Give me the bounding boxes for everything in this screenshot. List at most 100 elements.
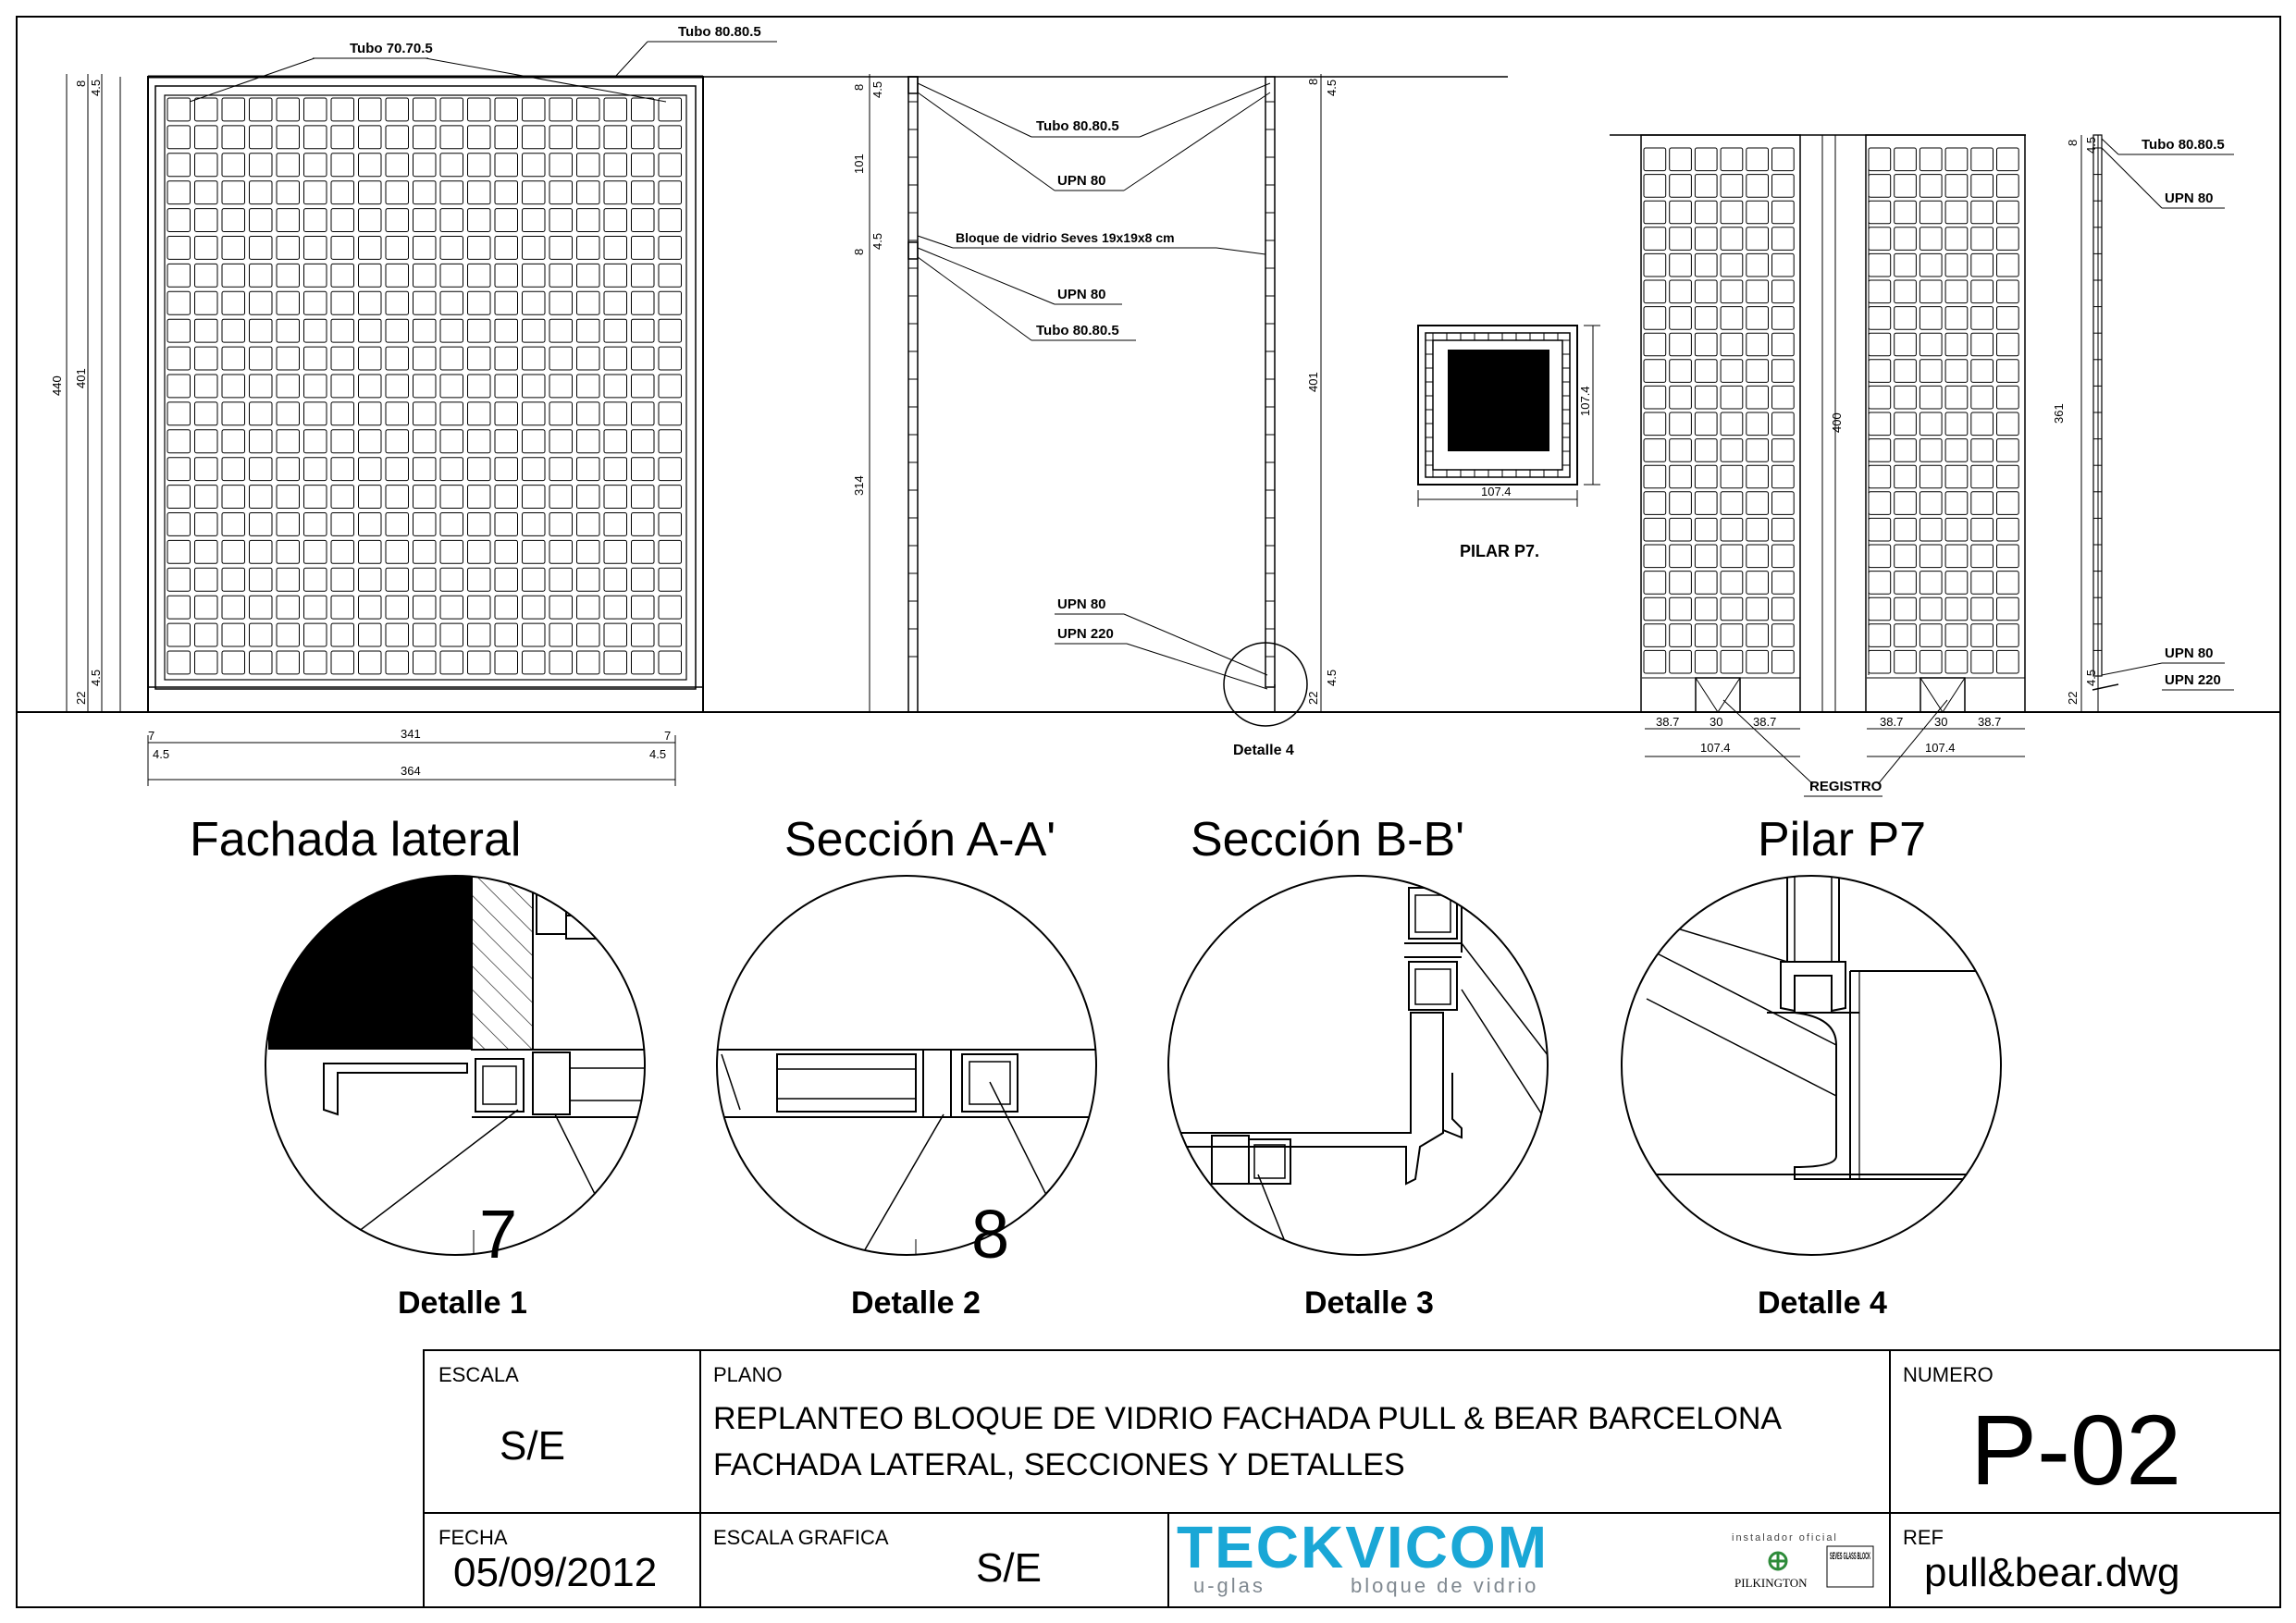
glass-block (494, 512, 518, 536)
glass-block (631, 263, 655, 288)
glass-block (276, 485, 300, 509)
glass-block (1894, 385, 1917, 410)
glass-block (330, 401, 354, 426)
glass-block (1694, 227, 1718, 251)
glass-block (522, 208, 546, 233)
glass-block (576, 457, 600, 482)
glass-block (194, 125, 218, 150)
glass-block (167, 567, 191, 592)
glass-block (1746, 623, 1770, 647)
glass-block (1771, 279, 1795, 304)
detail-1-marker: 7 (479, 1196, 517, 1273)
dim-364: 364 (401, 764, 421, 778)
glass-block (1720, 623, 1744, 647)
glass-block (413, 429, 437, 454)
glass-block (303, 125, 327, 150)
glass-block (576, 567, 600, 592)
glass-block (467, 263, 491, 288)
glass-block (467, 208, 491, 233)
glass-block (276, 290, 300, 315)
glass-block (1970, 279, 1994, 304)
glass-block (385, 429, 409, 454)
glass-block (1970, 174, 1994, 198)
glass-block (249, 512, 273, 536)
glass-block (1868, 332, 1892, 357)
glass-block (522, 401, 546, 426)
glass-block (249, 263, 273, 288)
glass-block (439, 401, 463, 426)
glass-block (194, 539, 218, 564)
glass-block (330, 457, 354, 482)
glass-block (1944, 623, 1969, 647)
glass-block (1771, 649, 1795, 674)
glass-block (522, 595, 546, 620)
glass-block (385, 622, 409, 647)
dim-a-r-4-5b: 4.5 (1325, 670, 1339, 686)
glass-block (358, 346, 382, 371)
glass-block (303, 650, 327, 675)
glass-block (221, 539, 245, 564)
glass-block (167, 512, 191, 536)
glass-block (1868, 649, 1892, 674)
glass-block (167, 346, 191, 371)
glass-block (249, 457, 273, 482)
glass-block (303, 512, 327, 536)
glass-block (603, 429, 627, 454)
glass-block (1746, 332, 1770, 357)
glass-block (221, 125, 245, 150)
glass-block (576, 318, 600, 343)
glass-block (249, 290, 273, 315)
glass-block (658, 318, 682, 343)
glass-block (1919, 491, 1943, 515)
glass-block (1771, 385, 1795, 410)
glass-block (1894, 306, 1917, 330)
dim-22: 22 (74, 692, 88, 705)
label-numero: NUMERO (1903, 1363, 1994, 1386)
glass-block (1970, 200, 1994, 225)
dim-p-22: 22 (2066, 692, 2080, 705)
glass-block (1694, 596, 1718, 621)
glass-block (1669, 385, 1692, 410)
plano-line-2: FACHADA LATERAL, SECCIONES Y DETALLES (713, 1447, 1405, 1482)
dim-4-5-right: 4.5 (649, 747, 666, 761)
glass-block (1970, 252, 1994, 277)
glass-block (1746, 544, 1770, 569)
glass-block (194, 318, 218, 343)
glass-block (494, 401, 518, 426)
glass-block (1970, 147, 1994, 172)
glass-block (467, 290, 491, 315)
glass-block (1694, 147, 1718, 172)
glass-block (658, 595, 682, 620)
glass-block (1919, 464, 1943, 489)
glass-block (276, 595, 300, 620)
glass-block (522, 125, 546, 150)
title-block: ESCALA S/E PLANO REPLANTEO BLOQUE DE VID… (423, 1349, 2281, 1608)
glass-block (522, 622, 546, 647)
glass-block (221, 485, 245, 509)
glass-block (439, 457, 463, 482)
glass-block (1944, 517, 1969, 542)
glass-block (1919, 438, 1943, 462)
glass-block (603, 485, 627, 509)
glass-block (467, 374, 491, 399)
glass-block (1669, 649, 1692, 674)
glass-block (249, 125, 273, 150)
glass-block (276, 236, 300, 260)
detail-2: 8 Detalle 2 (716, 875, 1097, 1321)
logo-tagline-2: bloque de vidrio (1351, 1574, 1538, 1597)
glass-block (549, 290, 573, 315)
glass-block (249, 153, 273, 178)
glass-block (1868, 596, 1892, 621)
glass-block (358, 401, 382, 426)
glass-block (1894, 623, 1917, 647)
glass-block (439, 485, 463, 509)
view-title-seccion-aa: Sección A-A' (784, 813, 1055, 867)
glass-block (549, 512, 573, 536)
glass-block (194, 290, 218, 315)
glass-block (494, 208, 518, 233)
dim-p-4-5b: 4.5 (2084, 670, 2098, 686)
glass-block (549, 346, 573, 371)
glass-block (1669, 464, 1692, 489)
glass-block (249, 485, 273, 509)
glass-block (658, 180, 682, 205)
